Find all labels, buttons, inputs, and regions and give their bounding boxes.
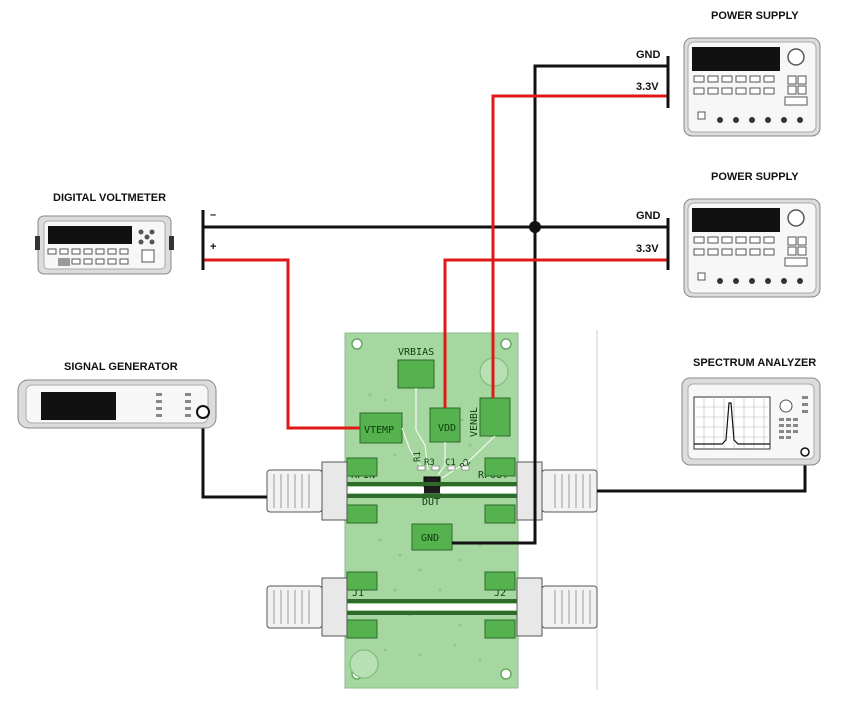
evaluation-board: VRBIAS VTEMP VDD VENBL R1 R3 C1 R2 DUT R… xyxy=(344,332,519,689)
dut-label: DUT xyxy=(422,497,440,508)
mounting-hole xyxy=(351,338,363,350)
power-supply-2-title: POWER SUPPLY xyxy=(711,171,799,183)
vtemp-pad xyxy=(359,412,403,444)
signal-generator-output-port xyxy=(196,405,210,419)
gnd-pad-label: GND xyxy=(421,533,439,544)
spectrum-trace xyxy=(694,402,770,445)
power-supply-1: POWER SUPPLY xyxy=(683,10,821,137)
signal-generator: SIGNAL GENERATOR xyxy=(17,361,217,429)
gnd-label-supply-1: GND xyxy=(636,49,661,61)
mounting-hole xyxy=(500,338,512,350)
v33-label-supply-1: 3.3V xyxy=(636,81,659,93)
power-supply-2: POWER SUPPLY xyxy=(683,171,821,298)
vtemp-label: VTEMP xyxy=(364,425,394,436)
vdd-label: VDD xyxy=(438,423,456,434)
r3-label: R3 xyxy=(424,458,435,468)
sma-connector-rfout xyxy=(516,461,598,521)
sma-connector-rfin xyxy=(266,461,348,521)
j2-label: J2 xyxy=(494,588,506,599)
sma-connector-j2 xyxy=(516,577,598,637)
r1-label: R1 xyxy=(413,451,423,462)
power-supply-1-title: POWER SUPPLY xyxy=(711,10,799,22)
j1-label: J1 xyxy=(352,588,364,599)
venbl-pad xyxy=(479,397,511,437)
digital-voltmeter-title: DIGITAL VOLTMETER xyxy=(53,192,166,204)
wire-junction xyxy=(529,221,541,233)
vdd-pad xyxy=(429,407,461,443)
gnd-wiring xyxy=(201,64,807,545)
dvm-plus-label: + xyxy=(210,241,216,253)
gnd-label-supply-2: GND xyxy=(636,210,661,222)
venbl-label: VENBL xyxy=(469,407,480,437)
v33-label-supply-2: 3.3V xyxy=(636,243,659,255)
dvm-minus-label: – xyxy=(210,209,216,221)
mounting-hole xyxy=(500,668,512,680)
vrbias-label: VRBIAS xyxy=(398,347,434,358)
vrbias-pad xyxy=(397,359,435,389)
sma-connector-j1 xyxy=(266,577,348,637)
gnd-pad xyxy=(411,523,453,551)
spectrum-analyzer-title: SPECTRUM ANALYZER xyxy=(693,357,816,369)
supply-wiring xyxy=(203,94,668,430)
digital-voltmeter: DIGITAL VOLTMETER xyxy=(35,192,174,275)
signal-generator-title: SIGNAL GENERATOR xyxy=(64,361,178,373)
c1-label: C1 xyxy=(445,458,456,468)
spectrum-analyzer-input-port xyxy=(800,447,810,457)
spectrum-analyzer: SPECTRUM ANALYZER xyxy=(681,357,821,466)
